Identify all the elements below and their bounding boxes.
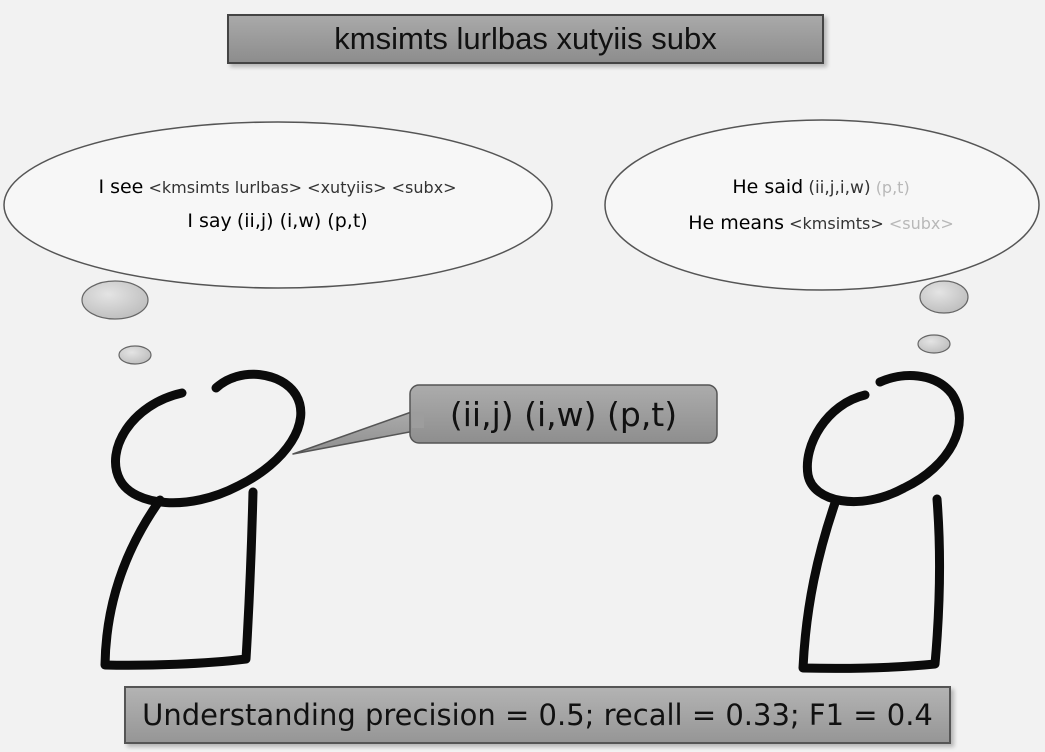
listener-thought-line-means: He means <kmsimts> <subx> <box>606 212 1036 236</box>
listener-means-missed: <subx> <box>888 213 954 233</box>
listener-head <box>802 371 964 507</box>
speaker-thought-line-see: I see <kmsimts lurlbas> <xutyiis> <subx> <box>10 176 545 200</box>
title-text: kmsimts lurlbas xutyiis subx <box>334 21 717 56</box>
speaker-thought-cloud <box>3 121 553 289</box>
listener-said-prefix: He said <box>732 176 804 198</box>
result-box: Understanding precision = 0.5; recall = … <box>124 686 951 744</box>
listener-means-prefix: He means <box>688 211 785 234</box>
listener-thought-line-said: He said (ii,j,i,w) (p,t) <box>606 176 1036 200</box>
listener-body <box>798 494 944 673</box>
listener-thought-text: He said (ii,j,i,w) (p,t) He means <kmsim… <box>606 176 1036 236</box>
speaker-thought-bubble-large <box>81 280 149 320</box>
listener-figure <box>798 371 964 673</box>
speaker-figure <box>100 369 306 670</box>
listener-thought-cloud <box>604 119 1040 291</box>
speech-bubble <box>292 384 718 455</box>
listener-said-missed: (p,t) <box>875 178 910 197</box>
listener-thought-bubble-large <box>919 280 969 314</box>
speaker-body <box>100 487 258 670</box>
title-box: kmsimts lurlbas xutyiis subx <box>227 14 824 64</box>
listener-means-words: <kmsimts> <box>789 213 884 233</box>
speaker-see-prefix: I see <box>98 176 144 198</box>
speaker-thought-bubble-small <box>118 345 152 365</box>
speech-bubble-text: (ii,j) (i,w) (p,t) <box>449 394 678 434</box>
listener-thought-bubble-small <box>917 334 951 354</box>
result-text: Understanding precision = 0.5; recall = … <box>142 698 933 732</box>
speaker-head <box>111 369 306 508</box>
speaker-thought-line-say: I say (ii,j) (i,w) (p,t) <box>10 210 545 234</box>
listener-said-words: (ii,j,i,w) <box>808 178 871 198</box>
speaker-thought-text: I see <kmsimts lurlbas> <xutyiis> <subx>… <box>10 176 545 234</box>
speaker-see-words: <kmsimts lurlbas> <xutyiis> <subx> <box>148 178 457 197</box>
speaker-say-words: (ii,j) (i,w) (p,t) <box>236 209 368 232</box>
speaker-say-prefix: I say <box>187 209 232 232</box>
